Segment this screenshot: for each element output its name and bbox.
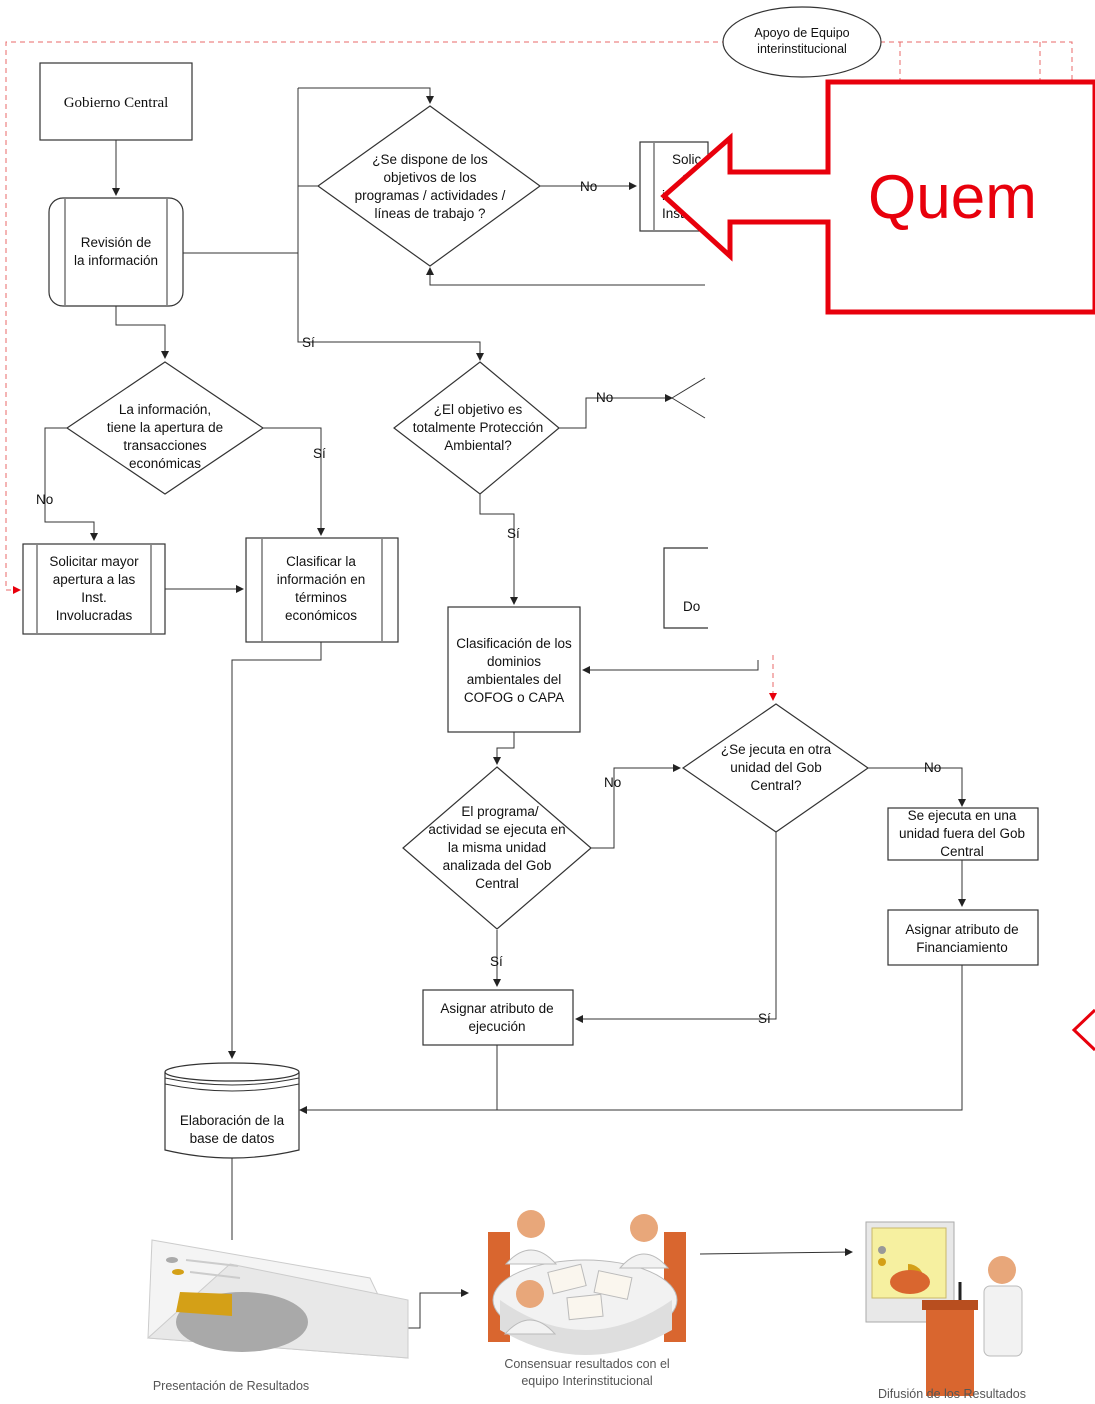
presenter-podium-icon [865,1221,1023,1396]
edge-labels: No Sí No Sí No Sí No No Sí Sí [36,179,941,1026]
document-chart-icon [146,1239,409,1359]
svg-text:tiene la apertura de: tiene la apertura de [107,420,223,435]
edge-label-si: Sí [758,1011,771,1026]
svg-text:Asignar atributo de: Asignar atributo de [905,922,1018,937]
svg-text:¿Se dispone de los: ¿Se dispone de los [372,152,488,167]
svg-text:información en: información en [277,572,366,587]
node-revision-informacion: Revisión de la información [48,197,184,307]
caption-consensuar: equipo Interinstitucional [521,1374,652,1388]
svg-text:Apoyo de Equipo: Apoyo de Equipo [754,26,849,40]
svg-text:Involucradas: Involucradas [56,608,133,623]
node-apoyo-equipo: Apoyo de Equipo interinstitucional [722,6,882,78]
svg-text:analizada del Gob: analizada del Gob [443,858,552,873]
edge-label-no: No [924,760,941,775]
svg-text:económicas: económicas [129,456,201,471]
svg-text:¿Se jecuta en otra: ¿Se jecuta en otra [721,742,832,757]
edge-label-si: Sí [302,335,315,350]
svg-text:El programa/: El programa/ [461,804,539,819]
node-apertura-transacciones: La información, tiene la apertura de tra… [65,361,265,495]
svg-text:base de datos: base de datos [190,1131,275,1146]
svg-text:Solic: Solic [672,152,702,167]
svg-text:¿El objetivo es: ¿El objetivo es [434,402,523,417]
edge-label-si: Sí [490,954,503,969]
svg-text:interinstitucional: interinstitucional [757,42,847,56]
caption-consensuar: Consensuar resultados con el [504,1357,669,1371]
svg-text:COFOG o CAPA: COFOG o CAPA [464,690,564,705]
meeting-people-icon [488,1210,686,1355]
svg-text:Central: Central [940,844,984,859]
svg-text:Gobierno Central: Gobierno Central [64,95,169,111]
svg-text:transacciones: transacciones [123,438,207,453]
edge-label-no: No [36,492,53,507]
svg-text:Do: Do [683,599,700,614]
callout-partial-chevron [1071,1008,1095,1052]
node-solicitar-mayor-apertura: Solicitar mayor apertura a las Inst. Inv… [22,543,166,635]
svg-text:Elaboración de la: Elaboración de la [180,1113,285,1128]
node-objetivo-proteccion: ¿El objetivo es totalmente Protección Am… [393,361,560,495]
svg-text:Ambiental?: Ambiental? [444,438,512,453]
svg-text:Revisión de: Revisión de [81,235,152,250]
svg-text:términos: términos [295,590,347,605]
node-asignar-financiamiento: Asignar atributo de Financiamiento [887,909,1039,966]
node-programa-misma-unidad: El programa/ actividad se ejecuta en la … [402,766,592,930]
node-base-de-datos: Elaboración de la base de datos [164,1062,300,1159]
node-ejecuta-fuera: Se ejecuta en una unidad fuera del Gob C… [887,807,1039,861]
node-do-partial: Do [663,547,708,629]
node-ejecuta-otra-unidad: ¿Se jecuta en otra unidad del Gob Centra… [681,703,870,833]
edge-label-si: Sí [313,446,326,461]
edge-label-no: No [604,775,621,790]
dashed-support-lines [5,41,1073,701]
svg-text:la información: la información [74,253,158,268]
svg-text:dominios: dominios [487,654,541,669]
svg-text:Financiamiento: Financiamiento [916,940,1008,955]
edge-label-si: Sí [507,526,520,541]
svg-text:económicos: económicos [285,608,357,623]
svg-text:Inst.: Inst. [81,590,107,605]
node-se-dispone-objetivos: ¿Se dispone de los objetivos de los prog… [316,105,542,267]
caption-presentacion: Presentación de Resultados [153,1379,309,1393]
svg-text:Se ejecuta en una: Se ejecuta en una [908,808,1017,823]
node-asignar-ejecucion: Asignar atributo de ejecución [422,989,574,1046]
callout-text: Quem [868,163,1037,232]
svg-text:Asignar atributo de: Asignar atributo de [440,1001,553,1016]
caption-difusion: Difusión de los Resultados [878,1387,1026,1401]
svg-text:Solicitar mayor: Solicitar mayor [49,554,139,569]
svg-text:Clasificar la: Clasificar la [286,554,356,569]
svg-text:totalmente Protección: totalmente Protección [413,420,544,435]
svg-text:unidad fuera del Gob: unidad fuera del Gob [899,826,1025,841]
svg-text:programas / actividades /: programas / actividades / [355,188,506,203]
svg-text:Central: Central [475,876,519,891]
svg-text:unidad del Gob: unidad del Gob [730,760,822,775]
callout-arrow-overlay: Quem [660,79,1095,315]
node-gobierno-central: Gobierno Central [39,62,193,141]
svg-text:ejecución: ejecución [468,1019,525,1034]
connectors [44,87,966,1329]
svg-text:objetivos de los: objetivos de los [383,170,476,185]
svg-text:la misma unidad: la misma unidad [448,840,546,855]
svg-text:líneas de trabajo ?: líneas de trabajo ? [374,206,485,221]
node-clasificar-informacion: Clasificar la información en términos ec… [245,537,399,643]
svg-text:Clasificación de los: Clasificación de los [456,636,572,651]
svg-text:La información,: La información, [119,402,211,417]
svg-text:apertura a las: apertura a las [53,572,136,587]
node-clasificacion-dominios: Clasificación de los dominios ambientale… [447,606,581,733]
svg-text:ambientales del: ambientales del [467,672,562,687]
edge-label-no: No [580,179,597,194]
edge-label-no: No [596,390,613,405]
svg-text:actividad se ejecuta en: actividad se ejecuta en [428,822,565,837]
svg-text:Central?: Central? [750,778,801,793]
